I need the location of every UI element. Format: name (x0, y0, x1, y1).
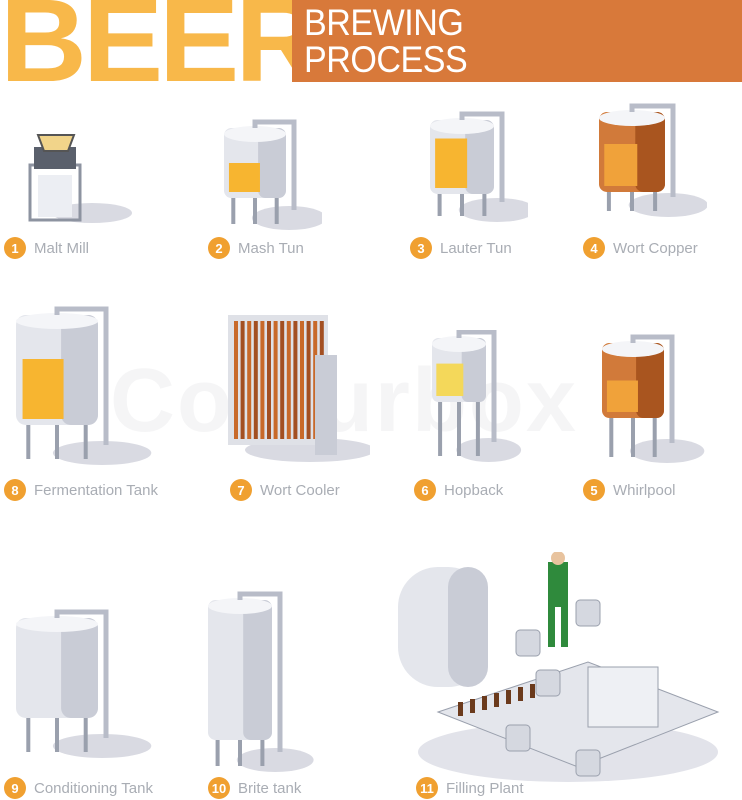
step-name: Whirlpool (613, 481, 676, 499)
step-label-4: 4 Wort Copper (583, 236, 698, 260)
wort-copper-illustration (597, 92, 708, 217)
whirlpool-illustration (600, 333, 715, 463)
conditioning-tank-illustration (14, 608, 164, 758)
step-label-2: 2 Mash Tun (208, 236, 304, 260)
step-label-5: 5 Whirlpool (583, 478, 676, 502)
step-label-7: 7 Wort Cooler (230, 478, 340, 502)
title-line-2: PROCESS (304, 39, 468, 80)
malt-mill-illustration (22, 125, 132, 230)
step-name: Brite tank (238, 779, 302, 797)
step-number-badge: 2 (208, 237, 230, 259)
step-number-badge: 11 (416, 777, 438, 799)
filling-plant-illustration (398, 551, 728, 792)
step-number-badge: 7 (230, 479, 252, 501)
fermentation-tank-illustration (14, 305, 154, 465)
step-number-badge: 8 (4, 479, 26, 501)
title-line-1: BREWING (304, 2, 464, 43)
step-label-6: 6 Hopback (414, 478, 503, 502)
step-label-3: 3 Lauter Tun (410, 236, 512, 260)
step-number-badge: 10 (208, 777, 230, 799)
step-name: Malt Mill (34, 239, 89, 257)
step-number-badge: 6 (414, 479, 436, 501)
title-banner: BREWING PROCESS (292, 0, 742, 82)
step-name: Mash Tun (238, 239, 304, 257)
step-label-1: 1 Malt Mill (4, 236, 89, 260)
step-name: Lauter Tun (440, 239, 512, 257)
step-number-badge: 5 (583, 479, 605, 501)
step-label-8: 8 Fermentation Tank (4, 478, 158, 502)
step-name: Filling Plant (446, 779, 524, 797)
wort-cooler-illustration (220, 305, 375, 465)
brite-tank-illustration (206, 590, 346, 772)
step-name: Wort Copper (613, 239, 698, 257)
title-beer: BEER (0, 0, 322, 107)
lauter-tun-illustration (428, 110, 536, 222)
step-name: Conditioning Tank (34, 779, 153, 797)
step-label-10: 10 Brite tank (208, 776, 301, 800)
step-label-11: 11 Filling Plant (416, 776, 524, 800)
step-number-badge: 4 (583, 237, 605, 259)
step-name: Hopback (444, 481, 504, 499)
hopback-illustration (430, 329, 530, 462)
step-number-badge: 9 (4, 777, 26, 799)
step-name: Wort Cooler (260, 481, 340, 499)
mash-tun-illustration (222, 118, 327, 230)
step-label-9: 9 Conditioning Tank (4, 776, 153, 800)
step-number-badge: 1 (4, 237, 26, 259)
step-name: Fermentation Tank (34, 481, 158, 499)
step-number-badge: 3 (410, 237, 432, 259)
